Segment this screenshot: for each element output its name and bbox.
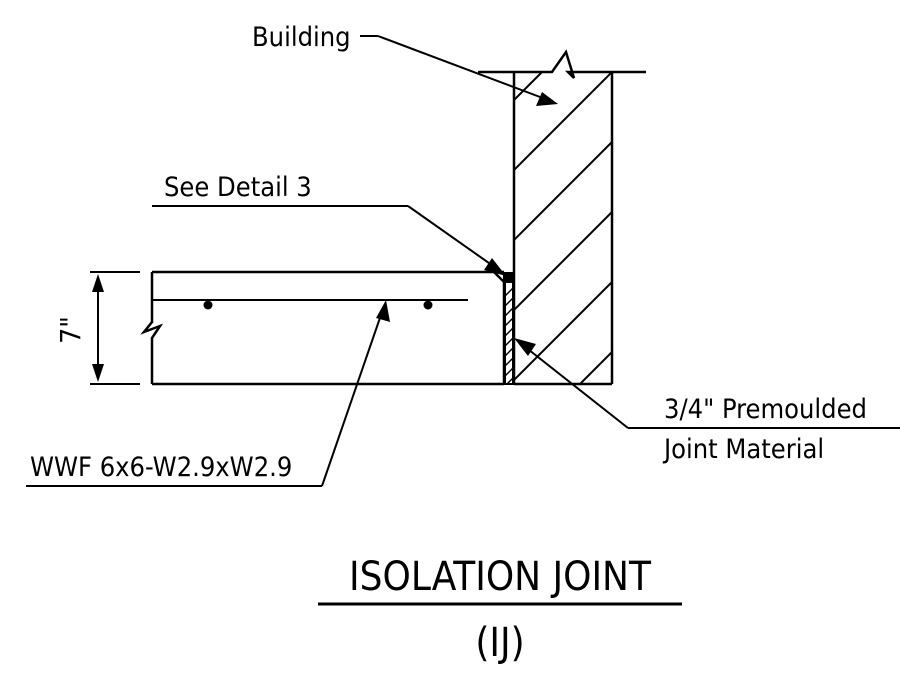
- see-detail-label: See Detail 3: [164, 172, 312, 203]
- wwf-leader: WWF 6x6-W2.9xW2.9: [26, 300, 390, 487]
- joint-material-leader: 3/4" Premoulded Joint Material: [514, 338, 900, 465]
- wwf-bar-dot-right: [423, 300, 433, 310]
- thickness-dimension: 7": [54, 271, 140, 385]
- concrete-slab: [140, 270, 506, 386]
- wwf-bar-dot-left: [203, 300, 213, 310]
- building-label: Building: [252, 22, 351, 53]
- thickness-label: 7": [54, 316, 87, 344]
- joint-material-label-line1: 3/4" Premoulded: [664, 394, 867, 425]
- building-leader: Building: [252, 22, 558, 106]
- see-detail-leader: See Detail 3: [152, 172, 506, 276]
- building-wall: [478, 49, 646, 386]
- sealant-block: [503, 272, 513, 282]
- wall-hatch: [514, 72, 612, 384]
- title-main: ISOLATION JOINT: [349, 554, 652, 600]
- title-block: ISOLATION JOINT (IJ): [318, 554, 682, 666]
- title-abbreviation: (IJ): [475, 620, 524, 666]
- wwf-label: WWF 6x6-W2.9xW2.9: [30, 452, 292, 483]
- joint-material-label-line2: Joint Material: [662, 434, 824, 465]
